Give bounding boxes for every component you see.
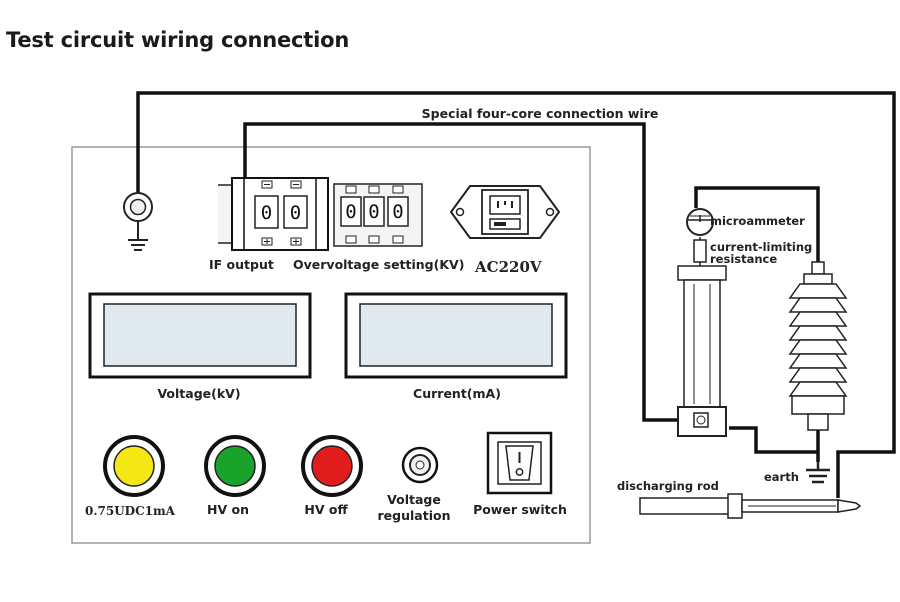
if-digit-1-value: 0 [261,202,272,224]
four-core-wire [243,122,678,422]
voltage-display [88,292,312,379]
ov-digit-1-value: 0 [345,201,356,223]
page-title: Test circuit wiring connection [6,28,350,52]
earth-wire [729,426,818,454]
udc-label: 0.75UDC1mA [85,504,176,518]
ground-terminal [123,192,153,251]
if-digit-1[interactable]: 0 [254,180,279,246]
current-limiting-label-2: resistance [710,252,777,266]
special-wire-label: Special four-core connection wire [422,106,659,121]
hv-off-label: HV off [304,502,348,517]
microammeter-label: microammeter [710,214,805,228]
connection-wires [136,91,896,498]
udc-button[interactable] [103,435,165,497]
hv-off-button[interactable] [301,435,363,497]
ov-digit-2[interactable]: 0 [363,185,385,244]
voltage-regulation-knob[interactable] [401,446,439,484]
overvoltage-setting-label: Overvoltage setting(KV) [293,257,464,272]
ground-wire [136,91,896,498]
microammeter-icon [686,208,714,236]
if-output-label: IF output [209,257,274,272]
discharging-rod-label: discharging rod [617,479,719,493]
surge-arrester [788,261,848,431]
voltage-regulation-label-1: Voltage [387,492,441,507]
overvoltage-thumbwheel[interactable]: 0 0 0 [333,183,423,247]
hv-on-button[interactable] [204,435,266,497]
ov-digit-3[interactable]: 0 [387,185,409,244]
ac220v-label: AC220V [474,258,542,276]
hv-generator [677,265,727,437]
if-output-thumbwheel[interactable]: 0 0 [218,177,329,251]
voltage-regulation-label-2: regulation [378,508,451,523]
ac-socket-icon [449,185,561,239]
if-digit-2-value: 0 [290,202,301,224]
earth-ground-icon [806,462,830,484]
ground-icon [128,239,148,251]
hv-on-label: HV on [207,502,249,517]
power-switch[interactable] [486,431,553,495]
ov-digit-1[interactable]: 0 [340,185,362,244]
current-limiting-label-1: current-limiting [710,240,812,254]
if-digit-2[interactable]: 0 [283,180,308,246]
earth-label: earth [764,470,799,484]
ov-digit-3-value: 0 [392,201,403,223]
rocker-switch-icon [505,445,534,481]
power-switch-label: Power switch [473,502,567,517]
current-limiting-resistor [693,237,707,266]
discharging-rod [639,493,862,519]
ov-digit-2-value: 0 [368,201,379,223]
current-display [344,292,568,379]
microammeter-wire [694,186,820,262]
voltage-display-label: Voltage(kV) [157,386,240,401]
current-display-label: Current(mA) [413,386,501,401]
